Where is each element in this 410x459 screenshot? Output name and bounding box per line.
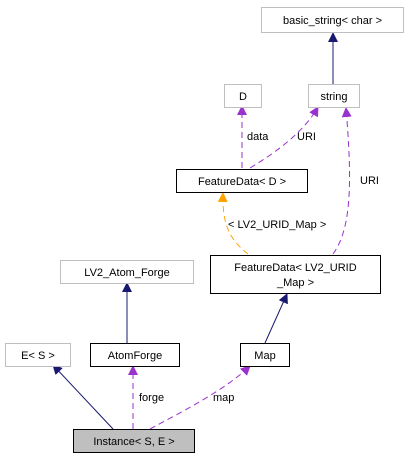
node-string-label: string — [321, 91, 348, 103]
node-atom-forge-label: AtomForge — [108, 350, 162, 362]
edge-label-map: map — [213, 392, 234, 404]
node-feature-data-d[interactable]: FeatureData< D > — [176, 169, 308, 193]
node-basic-string[interactable]: basic_string< char > — [261, 7, 404, 33]
node-d-label: D — [239, 91, 247, 103]
edge-feature-data-d-to-string — [249, 106, 319, 169]
node-feature-data-map[interactable]: FeatureData< LV2_URID _Map > — [210, 255, 381, 294]
node-instance[interactable]: Instance< S, E > — [73, 429, 195, 453]
node-map-label: Map — [254, 350, 275, 362]
node-instance-label: Instance< S, E > — [93, 436, 174, 448]
node-atom-forge[interactable]: AtomForge — [90, 343, 180, 367]
edge-label-forge: forge — [139, 392, 164, 404]
node-lv2-atom-forge-label: LV2_Atom_Forge — [84, 267, 169, 279]
edge-label-data: data — [247, 131, 269, 143]
node-string[interactable]: string — [308, 84, 360, 108]
node-lv2-atom-forge[interactable]: LV2_Atom_Forge — [60, 260, 194, 284]
node-feature-data-map-label-line1: FeatureData< LV2_URID — [234, 262, 356, 274]
edge-label-template-arg: < LV2_URID_Map > — [228, 219, 326, 231]
edge-instance-to-e-s — [52, 364, 114, 430]
edge-label-uri-left: URI — [297, 131, 316, 143]
node-d[interactable]: D — [224, 84, 262, 108]
edge-instance-to-map — [149, 365, 251, 430]
edge-label-uri-right: URI — [360, 175, 379, 187]
node-feature-data-map-label-line2: _Map > — [276, 277, 314, 289]
edge-feature-data-map-to-string — [332, 107, 352, 255]
edge-map-to-feature-data-map — [264, 293, 288, 344]
node-e-s-label: E< S > — [21, 350, 55, 362]
node-feature-data-d-label: FeatureData< D > — [198, 176, 286, 188]
node-map[interactable]: Map — [240, 343, 290, 367]
edge-template-instantiation — [217, 192, 249, 255]
node-e-s[interactable]: E< S > — [5, 343, 71, 367]
node-basic-string-label: basic_string< char > — [283, 15, 382, 27]
